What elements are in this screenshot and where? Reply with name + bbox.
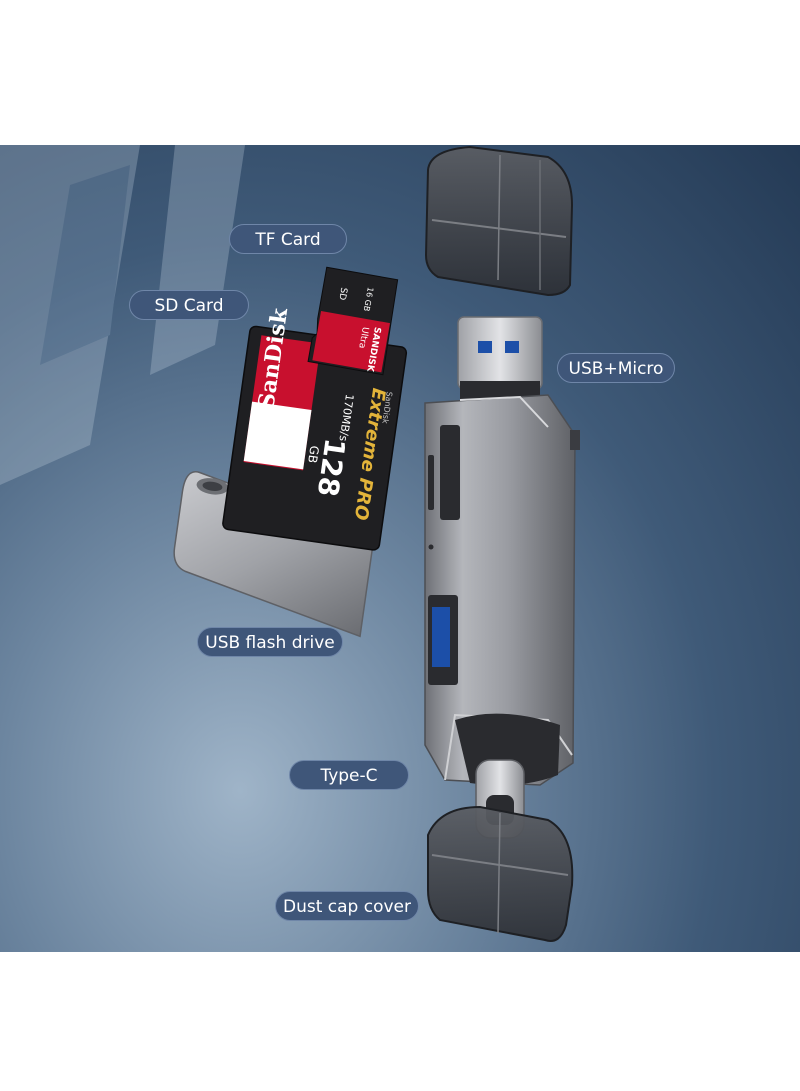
- sd-card-label: SD Card: [129, 290, 249, 320]
- top-dust-cap-shape: [424, 145, 574, 297]
- product-illustration: SanDisk 128 GB Extreme PRO 170MB/s SanDi…: [0, 145, 580, 942]
- tf-card-type-text: SD: [336, 287, 348, 301]
- product-scene: SanDisk 128 GB Extreme PRO 170MB/s SanDi…: [0, 145, 800, 952]
- usb-micro-label: USB+Micro: [557, 353, 675, 383]
- card-reader-body: [424, 394, 580, 786]
- sd-card: SanDisk 128 GB Extreme PRO 170MB/s SanDi…: [222, 306, 408, 551]
- tf-card: SANDISK Ultra 16 GB SD: [307, 266, 399, 376]
- tf-card-capacity-text: 16 GB: [362, 286, 375, 312]
- type-c-label: Type-C: [289, 760, 409, 790]
- usb-flash-drive-label: USB flash drive: [197, 627, 343, 657]
- tf-card-label: TF Card: [229, 224, 347, 254]
- dust-cap-label: Dust cap cover: [275, 891, 419, 921]
- tf-card-line-text: Ultra: [356, 326, 370, 349]
- usb-a-plug: [457, 316, 543, 399]
- sd-card-unit-text: GB: [305, 445, 321, 464]
- sd-card-brand-small-text: SanDisk: [380, 391, 393, 425]
- bottom-dust-cap-shape: [427, 805, 574, 942]
- sd-card-capacity-text: 128: [311, 436, 352, 498]
